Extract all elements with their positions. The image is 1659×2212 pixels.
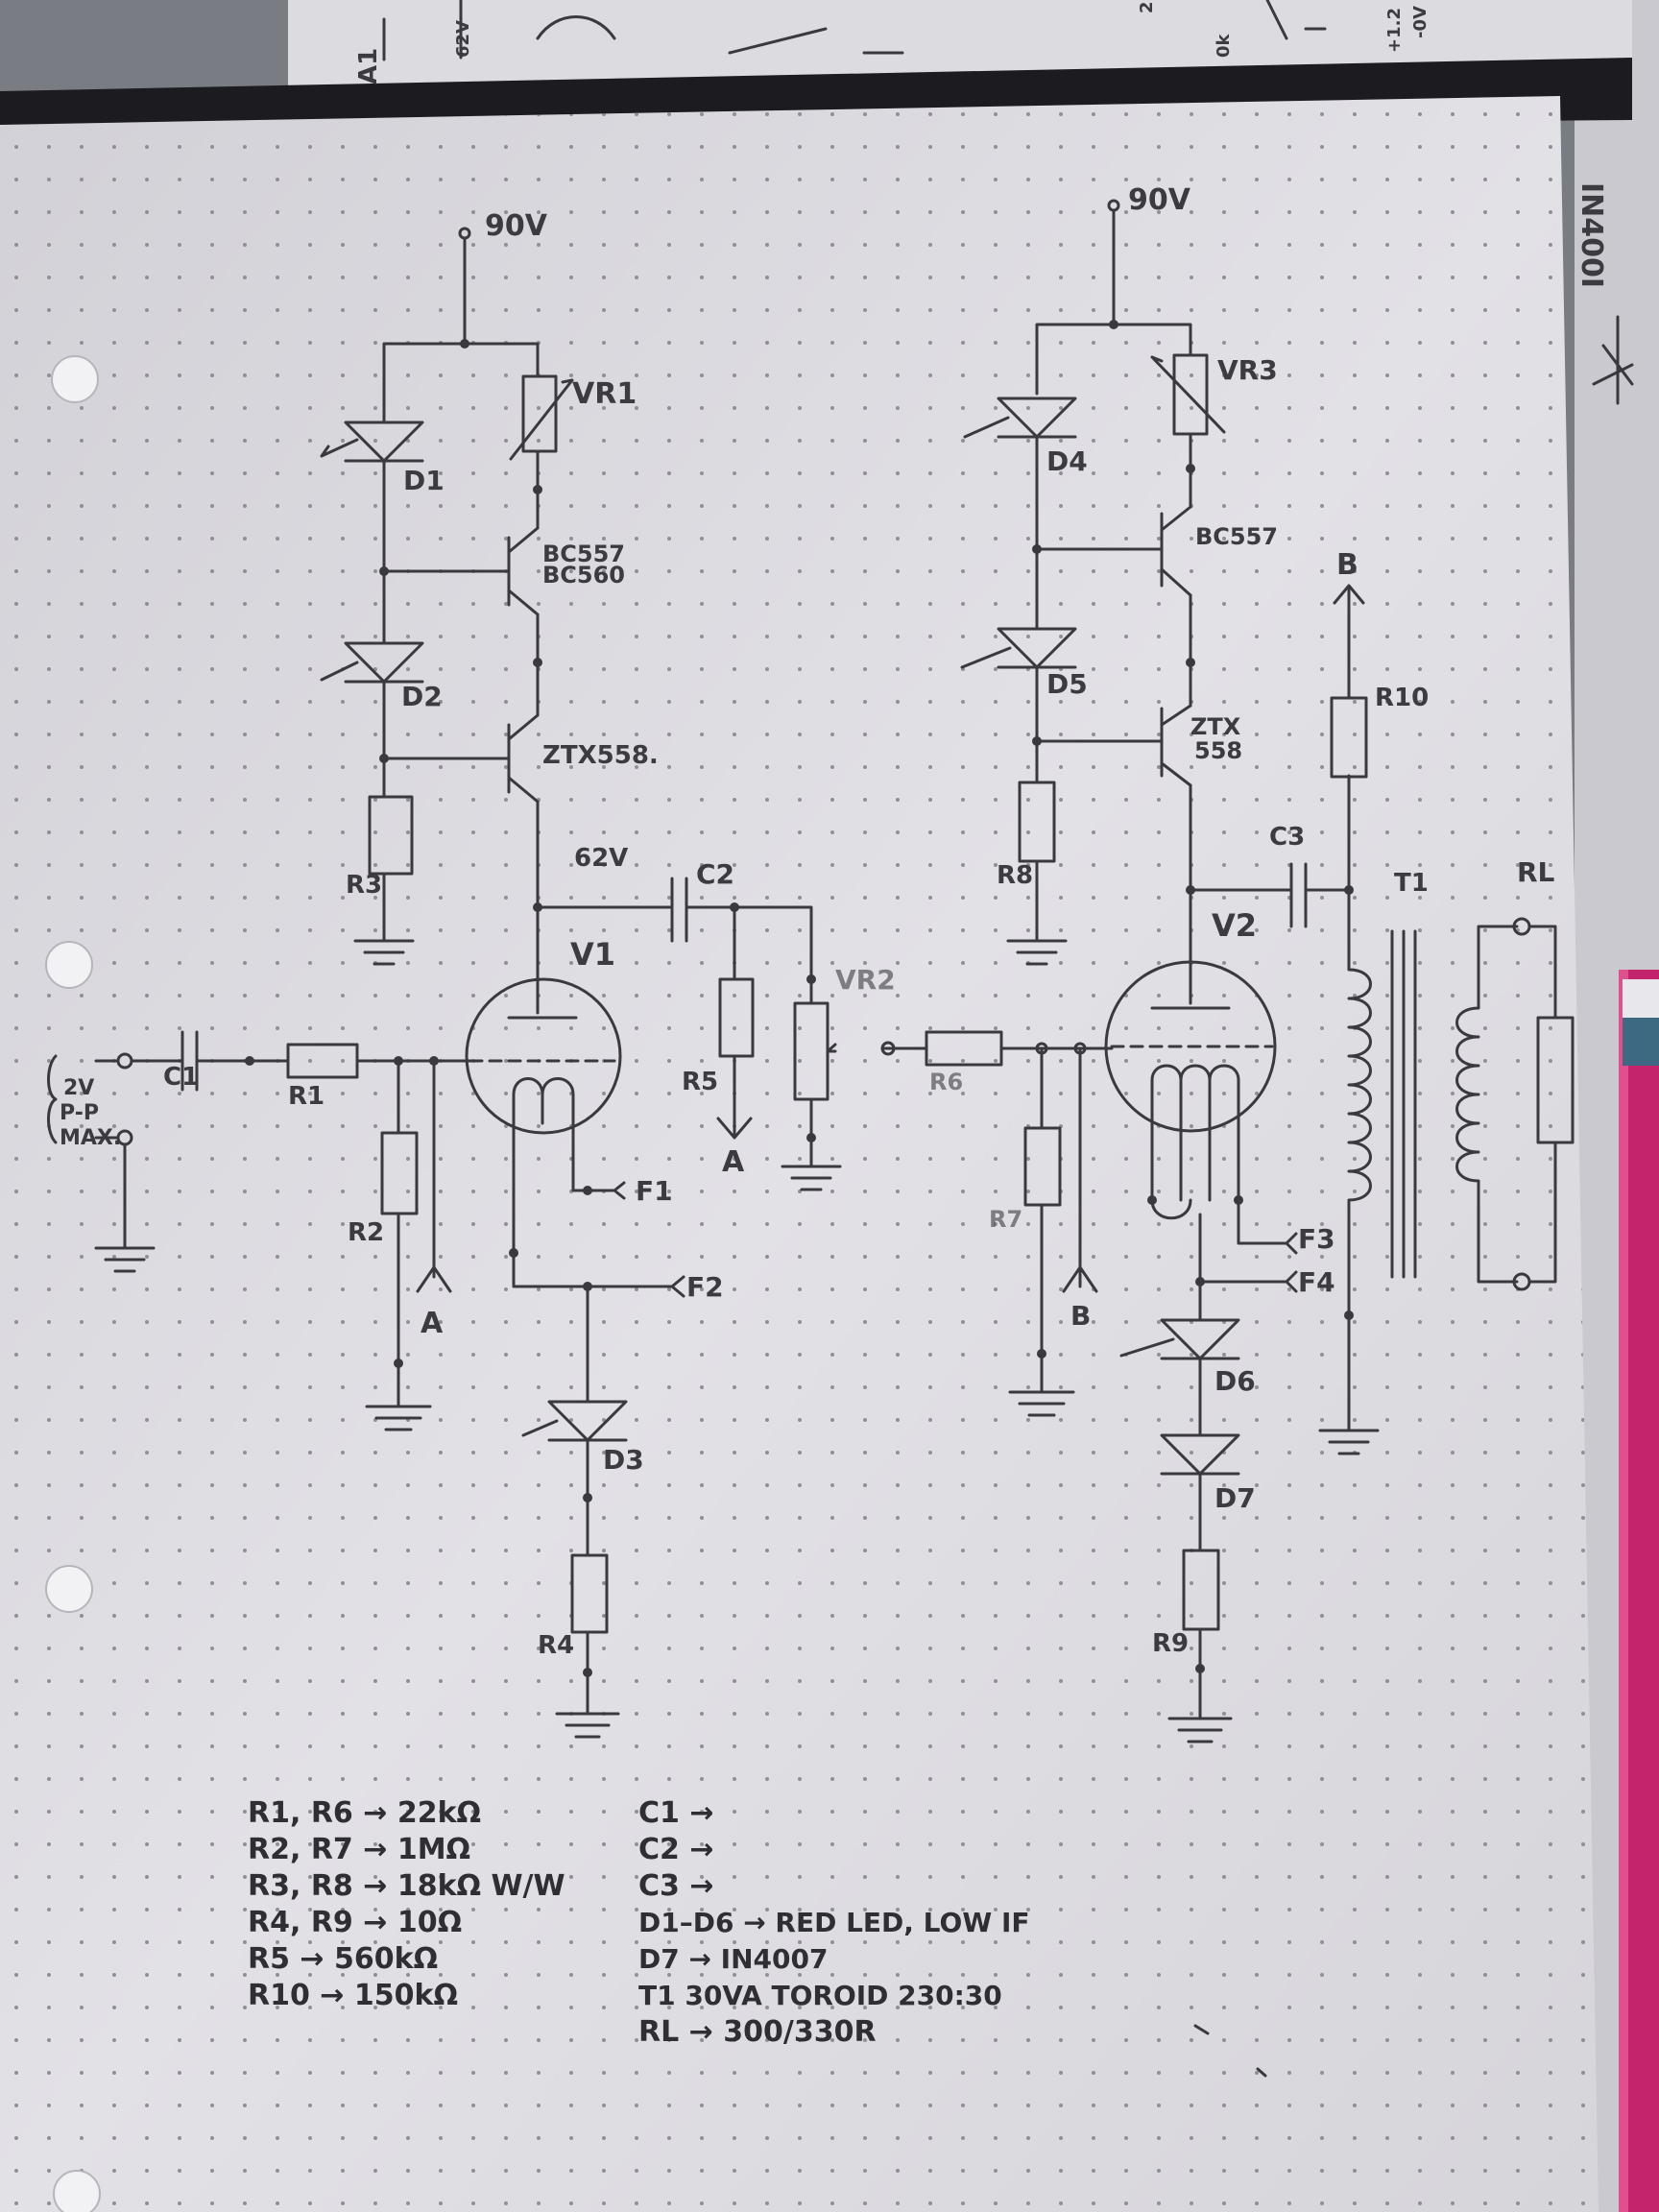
r1-label: R1 [288,1082,325,1111]
bom-right: C1 → C2 → C3 → D1–D6 → RED LED, LOW IF D… [638,1796,1030,2049]
supply-left-label: 90V [485,209,548,243]
r7-label: R7 [989,1206,1022,1233]
bom-right-5: D7 → IN4007 [638,1943,828,1975]
bom-right-2: C2 → [638,1833,713,1866]
input-label-1: 2V [63,1076,94,1100]
vr3-label: VR3 [1217,354,1278,386]
d3-label: D3 [603,1444,644,1476]
bom-left-6: R10 → 150kΩ [248,1979,458,2012]
vr1-label: VR1 [572,377,637,411]
r3-label: R3 [346,871,382,900]
d6-label: D6 [1214,1365,1256,1397]
q2-label: ZTX558. [542,741,659,770]
pink-pen [1619,970,1659,2212]
input-label-2: P-P [60,1101,99,1125]
supply-right-label: 90V [1128,183,1191,217]
f3-label: F3 [1298,1223,1335,1255]
top-label-a1: A1 [354,48,383,84]
d2-label: D2 [401,681,443,712]
bom-left-1: R1, R6 → 22kΩ [248,1796,481,1830]
punch-hole-2 [45,941,93,989]
q3-label: BC557 [1195,523,1278,550]
c1-label: C1 [163,1063,199,1092]
vr2-label: VR2 [835,964,896,996]
right-stage: 90V D4 VR3 BC557 D5 ZTX 558 R8 [880,183,1575,1743]
node-b-grid: B [1070,1300,1091,1332]
top-label-minus0v: -0V [1410,6,1431,38]
bom-right-4: D1–D6 → RED LED, LOW IF [638,1907,1030,1938]
node-a-r5: A [722,1145,745,1179]
c2-label: C2 [696,858,734,890]
r8-label: R8 [997,861,1033,890]
input-label-3: MAX. [60,1126,121,1150]
node-62v-label: 62V [574,844,628,873]
d1-label: D1 [403,465,445,496]
r4-label: R4 [538,1631,574,1660]
punch-hole-1 [51,355,99,403]
d4-label: D4 [1046,445,1088,477]
top-label-2: 2 [1137,1,1157,13]
r10-label: R10 [1375,684,1429,712]
v1-tube [465,977,622,1135]
c3-label: C3 [1269,823,1305,852]
bom-right-3: C3 → [638,1869,713,1903]
bom-left-3: R3, R8 → 18kΩ W/W [248,1869,565,1903]
v2-tube [1104,960,1277,1133]
bom-right-1: C1 → [638,1796,713,1830]
top-label-plus12: +1.2 [1384,8,1405,53]
v1-label: V1 [570,936,615,973]
bom-right-7: RL → 300/330R [638,2015,877,2049]
punch-hole-3 [45,1565,93,1613]
f2-label: F2 [686,1271,724,1303]
q1-label-1: BC557 [542,541,625,567]
bom-left: R1, R6 → 22kΩ R2, R7 → 1MΩ R3, R8 → 18kΩ… [248,1796,565,2012]
q1-label-2: BC560 [542,562,625,589]
punch-hole-4 [53,2170,101,2212]
bom-left-4: R4, R9 → 10Ω [248,1906,462,1939]
r6-label: R6 [929,1069,963,1095]
left-stage: 90V D1 VR1 BC557 BC560 D2 ZTX558. [47,209,896,1739]
d7-label: D7 [1214,1482,1256,1514]
bom-left-2: R2, R7 → 1MΩ [248,1833,470,1866]
node-a-grid: A [421,1307,444,1340]
q4-label-2: 558 [1194,737,1242,764]
top-label-62v: 62V [453,20,473,58]
side-note: IN400I [1575,182,1608,288]
q4-label-1: ZTX [1190,713,1241,740]
r2-label: R2 [348,1218,384,1247]
f1-label: F1 [636,1175,673,1207]
top-label-0k: 0k [1214,33,1234,58]
r5-label: R5 [682,1068,718,1096]
d5-label: D5 [1046,668,1088,700]
v2-label: V2 [1212,907,1257,944]
bom-left-5: R5 → 560kΩ [248,1942,438,1976]
r9-label: R9 [1152,1629,1189,1658]
paper-sheet [0,96,1599,2212]
t1-label: T1 [1394,869,1429,898]
rl-label: RL [1517,856,1555,888]
node-b-top: B [1336,548,1358,582]
bom-right-6: T1 30VA TOROID 230:30 [638,1980,1002,2011]
f4-label: F4 [1298,1266,1335,1298]
